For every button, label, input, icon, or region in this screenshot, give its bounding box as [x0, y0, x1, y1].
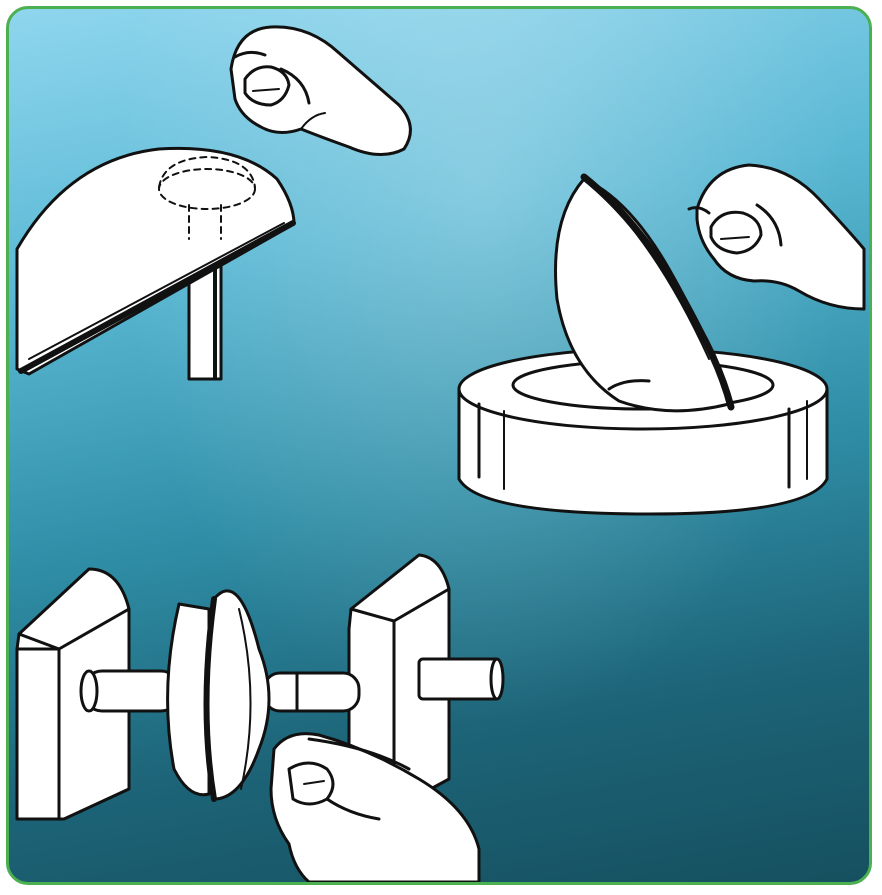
dome-on-post-with-hand	[17, 27, 410, 379]
lens-between-clamps-with-hand	[17, 555, 503, 882]
illustration-frame	[6, 6, 872, 885]
hand-icon	[231, 27, 410, 155]
illustration-canvas	[9, 9, 869, 882]
hand-icon	[689, 165, 864, 309]
hemisphere-on-round-base-with-hand	[459, 165, 864, 514]
